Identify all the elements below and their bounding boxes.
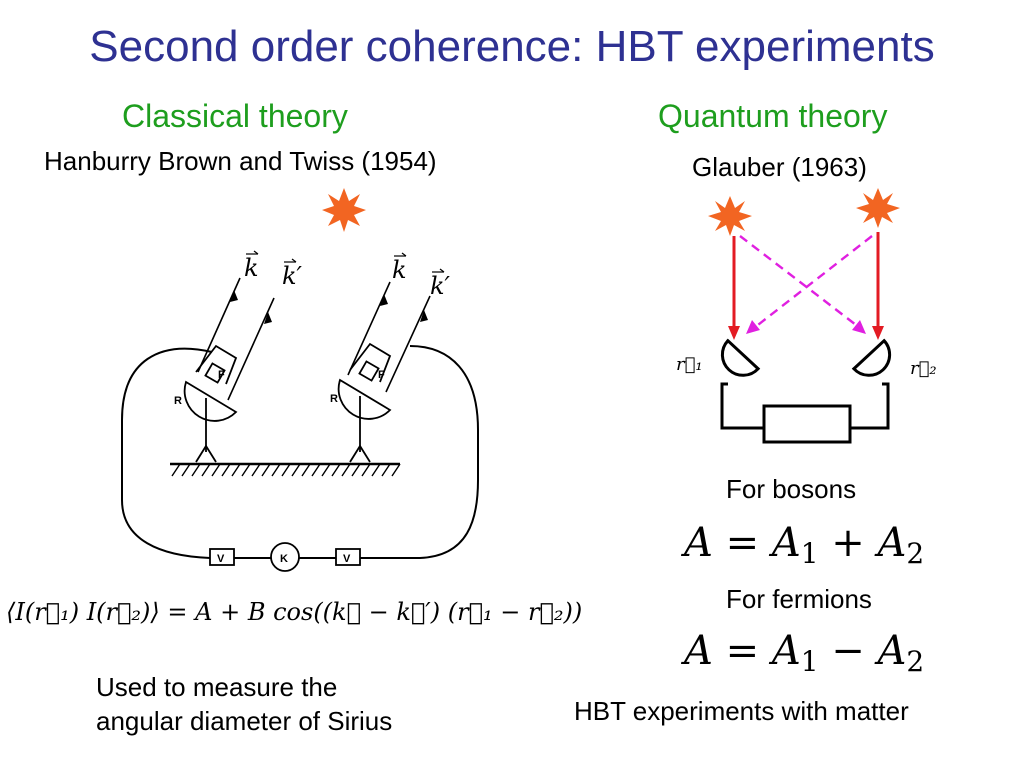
star-icon: [322, 188, 366, 232]
bosons-label: For bosons: [726, 474, 857, 504]
direct-paths: [728, 232, 884, 340]
r1-label: r⃗₁: [676, 354, 703, 375]
amplifier-right: [335, 548, 361, 566]
amplifier-label-right: V: [343, 553, 351, 565]
star-icon: [708, 196, 752, 236]
right-telescope: [337, 342, 392, 463]
k-prime-label-left: k′: [282, 262, 303, 290]
quantum-heading: Quantum theory: [658, 98, 888, 134]
r2-label: r⃗₂: [910, 358, 937, 379]
matter-footer: HBT experiments with matter: [574, 696, 909, 726]
correlator: [270, 542, 300, 572]
filter-label-right: F: [378, 369, 385, 381]
k-prime-label-right: k′: [430, 272, 451, 300]
detectors: [720, 338, 892, 377]
ground-surface: [170, 462, 401, 477]
mirror-label-right: R: [330, 393, 338, 405]
k-label-left: k: [244, 254, 259, 282]
k-label-right: k: [392, 256, 407, 284]
fermions-equation: A = A1 − A2: [684, 628, 925, 678]
correlator-label: K: [280, 553, 288, 565]
coincidence-circuit: [720, 382, 890, 444]
mirror-label-left: R: [174, 395, 182, 407]
bosons-equation: A = A1 + A2: [684, 520, 925, 570]
filter-label-left: F: [218, 369, 225, 381]
glauber-citation: Glauber (1963): [692, 152, 867, 182]
amplifier-label-left: V: [217, 553, 225, 565]
classical-heading: Classical theory: [122, 98, 348, 134]
exchange-paths: [739, 235, 873, 329]
left-telescope: [183, 344, 238, 463]
star-icon: [856, 188, 900, 228]
hbt-citation: Hanburry Brown and Twiss (1954): [44, 146, 437, 176]
intensity-correlation-equation: ⟨I(r⃗₁) I(r⃗₂)⟩ = A + B cos((k⃗ − k⃗′) (…: [6, 598, 583, 626]
fermions-label: For fermions: [726, 584, 872, 614]
amplifier-left: [209, 548, 235, 566]
slide-title: Second order coherence: HBT experiments: [89, 22, 935, 71]
sirius-note: Used to measure the angular diameter of …: [96, 672, 393, 736]
